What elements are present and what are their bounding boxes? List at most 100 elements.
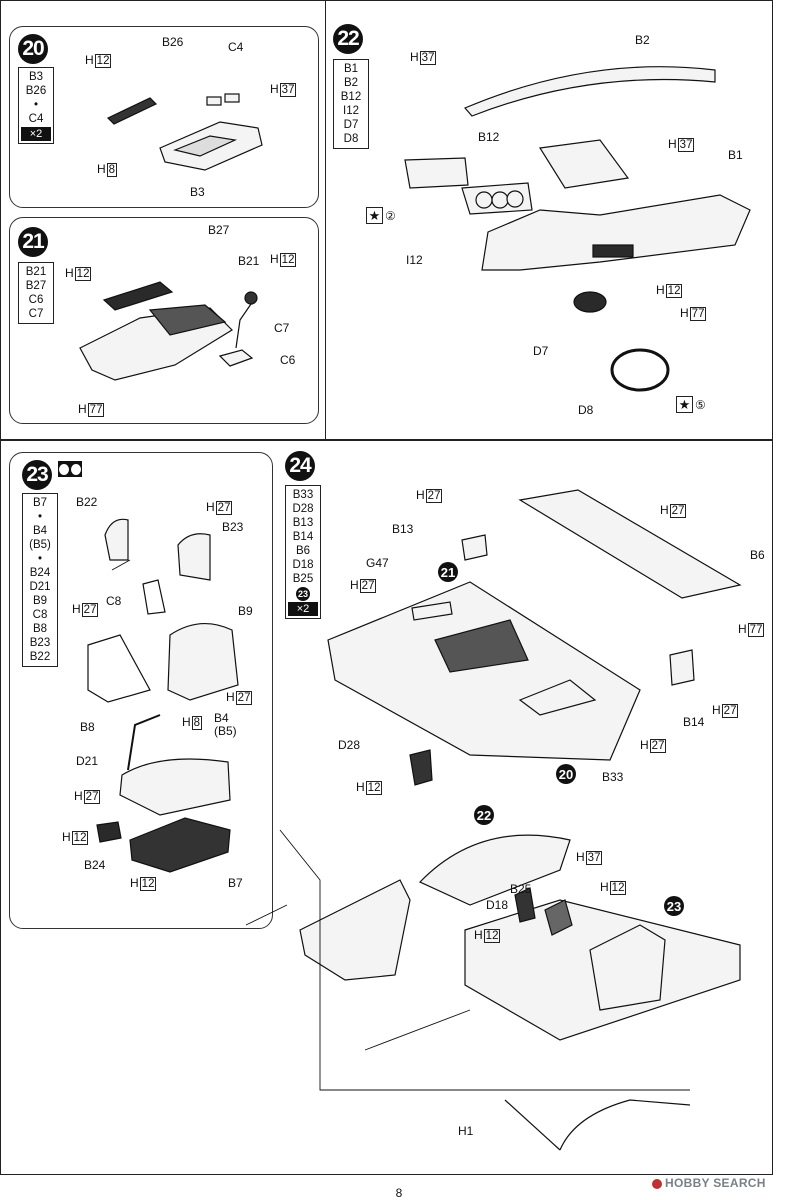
paint-number: 27 [721,704,739,718]
paint-number: 37 [419,51,437,65]
part-item: • [33,99,39,111]
step-20-parts-list: B3 B26 • C4 ×2 [18,67,54,144]
label-b27: B27 [208,223,230,237]
label-b24: B24 [84,858,106,872]
label-b12: B12 [478,130,500,144]
paint-number: 27 [359,579,377,593]
step-ref-20: 20 [556,764,576,784]
label-b22: B22 [76,495,98,509]
paint-number: 8 [191,716,203,730]
label-b21: B21 [238,254,260,268]
part-item: B21 [25,266,47,278]
label-b3: B3 [190,185,205,199]
step-20-number: 20 [18,34,48,64]
part-item: B25 [292,573,314,585]
part-item: B7 [32,497,48,509]
label-b23: B23 [222,520,244,534]
label-i12: I12 [406,253,423,267]
label-b7: B7 [228,876,243,890]
part-item: • [37,511,43,523]
part-item: D8 [343,133,359,145]
step-21-number: 21 [18,227,48,257]
paint-number: 12 [139,877,157,891]
part-item: B2 [343,77,359,89]
bottom-section-frame [0,439,773,1175]
part-item: B4 [32,525,48,537]
top-section-frame [0,0,773,441]
step-ref-22: 22 [474,805,494,825]
page-number: 8 [395,1186,403,1200]
label-c6: C6 [280,353,296,367]
label-d8: D8 [578,403,594,417]
star-icon: ★ [366,207,383,224]
label-d7: D7 [533,344,549,358]
label-c7: C7 [274,321,290,335]
label-b6: B6 [750,548,765,562]
dot-icon [71,463,81,475]
label-b33: B33 [602,770,624,784]
hobby-search-logo-icon [652,1178,662,1189]
part-item: I12 [343,105,359,117]
part-item: D28 [292,503,314,515]
step-24-number: 24 [285,451,315,481]
paint-number: 27 [425,489,443,503]
watermark: HOBBY SEARCH [652,1176,766,1190]
part-item: B8 [32,623,48,635]
part-item: B24 [29,567,51,579]
part-item: B14 [292,531,314,543]
part-item: B26 [25,85,47,97]
label-h1: H1 [458,1124,474,1138]
paint-number: 12 [94,54,112,68]
part-item: (B5) [29,539,51,551]
step-ref-23: 23 [664,896,684,916]
label-b8: B8 [80,720,95,734]
part-item: D7 [343,119,359,131]
paired-parts-icon [58,461,82,477]
paint-number: 77 [747,623,765,637]
label-b9: B9 [238,604,253,618]
paint-number: 27 [669,504,687,518]
paint-number: 27 [215,501,233,515]
step-22-parts-list: B1 B2 B12 I12 D7 D8 [333,59,369,149]
part-item: B33 [292,489,314,501]
label-b13: B13 [392,522,414,536]
step-22-number: 22 [333,24,363,54]
part-item: C7 [28,308,44,320]
part-item: D21 [29,581,51,593]
label-d21: D21 [76,754,99,768]
part-item: C6 [28,294,44,306]
paint-number: 12 [74,267,92,281]
step-21-parts-list: B21 B27 C6 C7 [18,262,54,324]
paint-number: 27 [649,739,667,753]
paint-number: 37 [585,851,603,865]
paint-number: 37 [279,83,297,97]
decal-5: ★⑤ [676,396,706,413]
decal-number: ② [385,209,396,223]
part-item: B1 [343,63,359,75]
paint-number: 12 [279,253,297,267]
paint-number: 77 [689,307,707,321]
part-item: B9 [32,595,48,607]
